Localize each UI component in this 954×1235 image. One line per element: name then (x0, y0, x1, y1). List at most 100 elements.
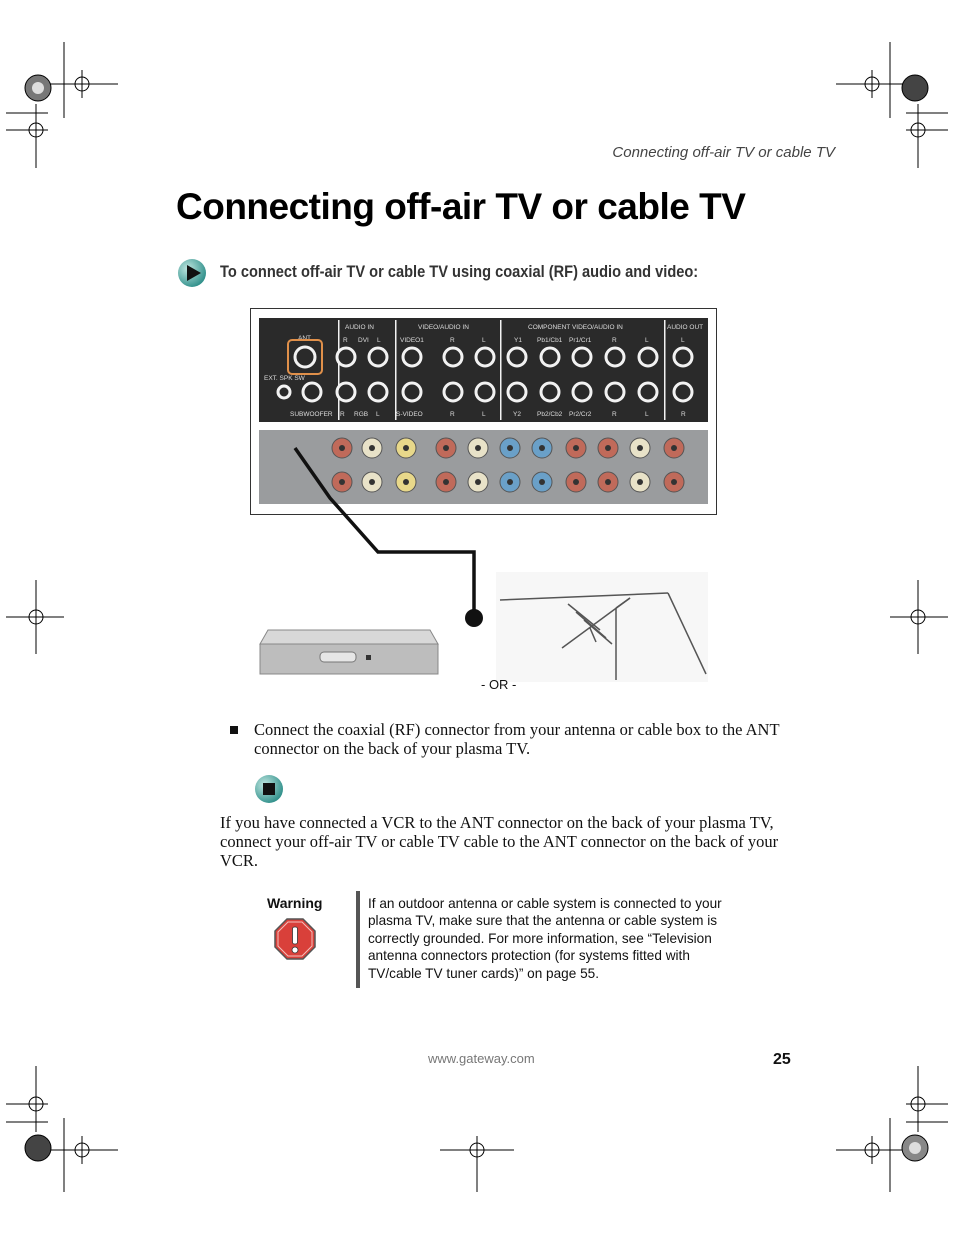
label-b-comp-r: R (612, 411, 617, 418)
jack-ring (506, 381, 528, 403)
label-rgb-r: R (340, 411, 345, 418)
rca-jack-center (573, 445, 579, 451)
label-comp-l: L (645, 337, 649, 344)
jack-ring (367, 346, 389, 368)
page-title: Connecting off-air TV or cable TV (176, 186, 746, 227)
rca-jack-center (507, 445, 513, 451)
page-number: 25 (773, 1051, 791, 1068)
jack-ring (539, 346, 561, 368)
cable-box-illustration (259, 629, 439, 675)
jack-ring (367, 381, 389, 403)
coax-cable (293, 446, 476, 618)
footer-url: www.gateway.com (428, 1051, 535, 1066)
connection-diagram: AUDIO IN VIDEO/AUDIO IN COMPONENT VIDEO/… (250, 308, 717, 682)
jack-ring (474, 381, 496, 403)
rca-jack-center (403, 479, 409, 485)
label-out-r: R (681, 411, 686, 418)
label-dvi-r: R (343, 337, 348, 344)
rca-jack-center (369, 445, 375, 451)
panel-header-audio-in: AUDIO IN (345, 324, 374, 331)
jack-ring (637, 381, 659, 403)
warning-label: Warning (267, 895, 323, 911)
rca-jack-center (339, 445, 345, 451)
label-b-r: R (450, 411, 455, 418)
rca-jack-center (475, 445, 481, 451)
label-out-l: L (681, 337, 685, 344)
ant-highlight (287, 339, 323, 375)
rca-jack-center (637, 445, 643, 451)
label-video1: VIDEO1 (400, 337, 424, 344)
rca-jack-center (605, 479, 611, 485)
jack-ring (637, 346, 659, 368)
label-pr1: Pr1/Cr1 (569, 337, 592, 344)
jack-ring (401, 346, 423, 368)
label-dvi: DVI (358, 337, 369, 344)
jack-ring (301, 381, 323, 403)
jack-ring (604, 346, 626, 368)
jack-ring (276, 384, 292, 400)
jack-ring (335, 381, 357, 403)
rca-jack-center (369, 479, 375, 485)
jack-ring (474, 346, 496, 368)
rca-jack-center (671, 479, 677, 485)
rca-jack-center (573, 479, 579, 485)
label-ext-spk: EXT. SPK SW (264, 375, 306, 382)
bullet-item: Connect the coaxial (RF) connector from … (230, 720, 800, 758)
stop-square-icon (255, 775, 283, 803)
bullet-square-icon (230, 726, 238, 734)
warning-text: If an outdoor antenna or cable system is… (368, 896, 722, 981)
jack-ring (604, 381, 626, 403)
rca-jack-center (507, 479, 513, 485)
warning-rule (356, 891, 360, 988)
label-svideo: S-VIDEO (396, 411, 423, 418)
running-header: Connecting off-air TV or cable TV (612, 144, 835, 161)
or-label: - OR - (481, 677, 517, 692)
label-pb1: Pb1/Cb1 (537, 337, 563, 344)
panel-header-component: COMPONENT VIDEO/AUDIO IN (528, 324, 623, 331)
label-b-comp-l: L (645, 411, 649, 418)
rca-jack-center (475, 479, 481, 485)
label-y1: Y1 (514, 337, 522, 344)
jack-ring (571, 381, 593, 403)
jack-ring (672, 346, 694, 368)
play-arrow-icon (178, 259, 206, 287)
label-pr2: Pr2/Cr2 (569, 411, 592, 418)
label-y2: Y2 (513, 411, 521, 418)
jack-ring (539, 381, 561, 403)
jack-ring (442, 381, 464, 403)
rca-jack-center (605, 445, 611, 451)
ant-label: ANT (298, 335, 311, 342)
panel-header-video-audio-in: VIDEO/AUDIO IN (418, 324, 469, 331)
panel-header-audio-out: AUDIO OUT (667, 324, 703, 331)
label-b-l: L (482, 411, 486, 418)
label-comp-r: R (612, 337, 617, 344)
jack-label-panel (259, 318, 708, 422)
antenna-illustration (496, 572, 708, 682)
jack-ring (335, 346, 357, 368)
jack-ring (293, 345, 317, 369)
jack-ring (401, 381, 423, 403)
label-pb2: Pb2/Cb2 (537, 411, 563, 418)
rca-jack-center (637, 479, 643, 485)
jack-ring (442, 346, 464, 368)
rca-jack-center (671, 445, 677, 451)
jack-ring (571, 346, 593, 368)
rca-jack-center (443, 445, 449, 451)
label-va-l: L (482, 337, 486, 344)
rca-jack-center (339, 479, 345, 485)
warning-exclamation-icon (274, 918, 316, 960)
label-subwoofer: SUBWOOFER (290, 411, 333, 418)
step-heading: To connect off-air TV or cable TV using … (220, 262, 699, 281)
label-rgb: RGB (354, 411, 368, 418)
bullet-text: Connect the coaxial (RF) connector from … (254, 720, 780, 758)
label-dvi-l: L (377, 337, 381, 344)
label-rgb-l: L (376, 411, 380, 418)
jack-ring (672, 381, 694, 403)
rca-jack-center (443, 479, 449, 485)
vcr-paragraph: If you have connected a VCR to the ANT c… (220, 813, 779, 870)
jack-ring (506, 346, 528, 368)
cable-end-dot (465, 609, 483, 627)
label-va-r: R (450, 337, 455, 344)
rca-jack-center (403, 445, 409, 451)
rca-jack-center (539, 479, 545, 485)
